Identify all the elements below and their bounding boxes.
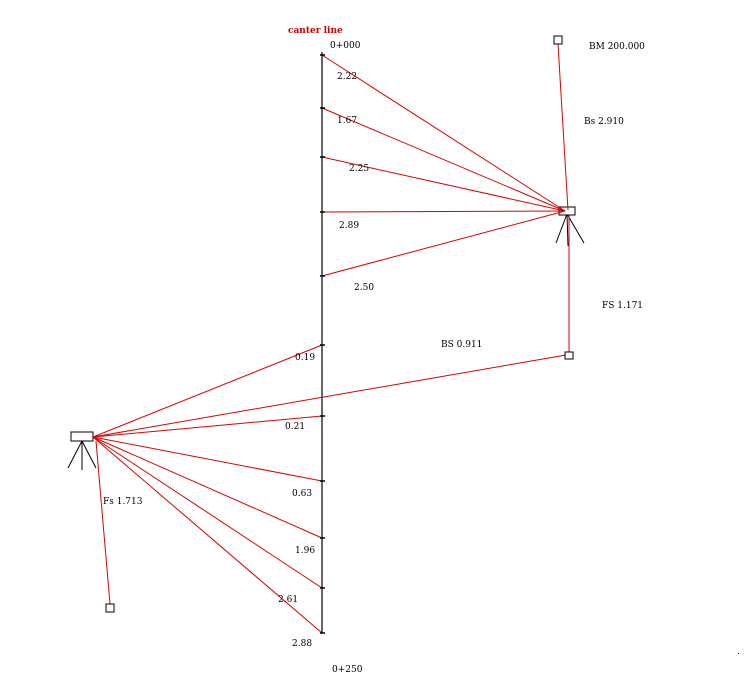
station-ticks bbox=[320, 54, 325, 634]
staff-reading-label: 0.19 bbox=[295, 353, 315, 363]
staff-reading-label: 2.22 bbox=[337, 72, 357, 82]
sight-line bbox=[92, 415, 323, 438]
sight-line bbox=[92, 436, 323, 634]
instrument-1-backsight-label: Bs 2.910 bbox=[584, 117, 624, 127]
turning-point-staff-icon bbox=[564, 351, 574, 360]
instrument-station-1 bbox=[555, 206, 585, 247]
instrument-1-sights bbox=[321, 54, 566, 277]
benchmark-staff-icon bbox=[553, 35, 563, 45]
benchmark-label: BM 200.000 bbox=[589, 42, 645, 52]
instrument-1-foresight-label: FS 1.171 bbox=[602, 301, 643, 311]
staff-reading-label: 2.25 bbox=[349, 164, 369, 174]
tripod-leg bbox=[555, 213, 568, 244]
tripod-leg bbox=[67, 440, 83, 469]
instrument-2-sights bbox=[92, 344, 323, 634]
sight-line bbox=[92, 436, 323, 589]
sight-line bbox=[92, 344, 323, 438]
staff-reading-label: 1.96 bbox=[295, 546, 315, 556]
staff-reading-label: 0.21 bbox=[285, 422, 305, 432]
sight-line bbox=[321, 107, 566, 212]
chainage-start-label: 0+000 bbox=[330, 41, 361, 51]
closing-staff-icon bbox=[105, 603, 115, 613]
instrument-station-2 bbox=[67, 431, 97, 470]
stray-dot bbox=[738, 653, 739, 654]
staff-reading-label: 2.88 bbox=[292, 639, 312, 649]
sight-line bbox=[92, 436, 323, 539]
tripod-leg bbox=[81, 440, 97, 469]
instrument-2-foresight-label: Fs 1.713 bbox=[103, 497, 143, 507]
turning-point-backsight-label: BS 0.911 bbox=[441, 340, 482, 350]
instrument-2-reading-labels: 0.19 0.21 0.63 1.96 2.61 2.88 bbox=[278, 353, 315, 649]
staff-reading-label: 2.61 bbox=[278, 595, 298, 605]
staff-reading-label: 1.67 bbox=[337, 116, 357, 126]
staff-reading-label: 2.50 bbox=[354, 283, 374, 293]
tripod-leg bbox=[566, 213, 569, 247]
sight-line bbox=[92, 436, 323, 482]
level-instrument-icon bbox=[70, 431, 94, 442]
staff-reading-label: 2.89 bbox=[339, 221, 359, 231]
chainage-end-label: 0+250 bbox=[332, 665, 363, 675]
backsight-line-turning-point bbox=[92, 354, 567, 438]
sight-line bbox=[321, 210, 566, 213]
tripod-leg bbox=[566, 213, 585, 244]
foresight-line-closing bbox=[95, 440, 111, 605]
sight-line bbox=[321, 210, 566, 277]
diagram-title: canter line bbox=[288, 26, 343, 36]
instrument-1-reading-labels: 2.22 1.67 2.25 2.89 2.50 bbox=[337, 72, 374, 293]
sight-line bbox=[321, 54, 566, 212]
sight-line bbox=[321, 156, 566, 212]
backsight-line-benchmark bbox=[557, 43, 569, 211]
staff-reading-label: 0.63 bbox=[292, 489, 312, 499]
